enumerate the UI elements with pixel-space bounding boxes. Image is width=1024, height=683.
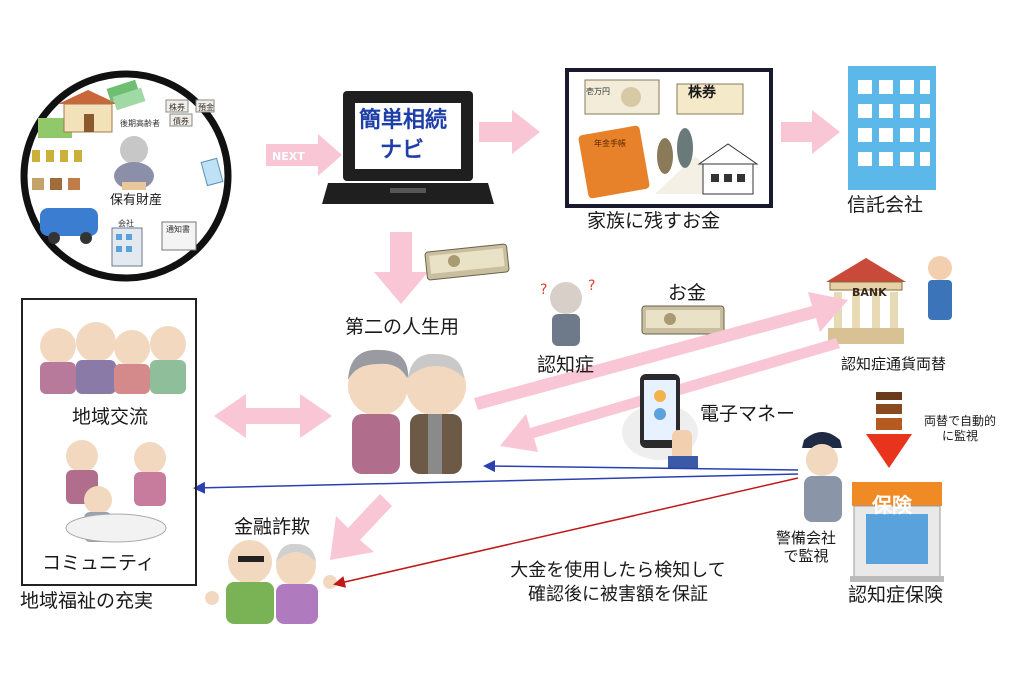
- insurance-office-icon: [850, 482, 944, 582]
- money-label: お金: [668, 282, 707, 304]
- dementia-currency-label: 認知症通貨両替: [841, 355, 947, 373]
- family-pension-label: 年金手帳: [594, 139, 626, 148]
- arrow-to-trust: [781, 110, 840, 154]
- arrow-down-second-life: [374, 232, 428, 304]
- trust-company-label: 信託会社: [847, 194, 924, 216]
- guard-line-to-fraud: [333, 477, 799, 588]
- arrow-down-insurance: [866, 392, 912, 468]
- arrow-community-couple: [214, 394, 332, 438]
- community-label: コミュニティ: [42, 552, 155, 574]
- assets-notice-label: 通知書: [166, 225, 190, 234]
- dementia-label: 認知症: [537, 354, 595, 376]
- e-money-label: 電子マネー: [700, 403, 796, 425]
- regional-welfare-label: 地域福祉の充実: [20, 590, 154, 612]
- elderly-couple-icon: [348, 349, 466, 474]
- assets-bond-label: 債券: [173, 117, 189, 126]
- assets-label: 保有財産: [110, 193, 163, 208]
- smartphone-icon: [622, 374, 698, 468]
- insurance-sign: 保険: [872, 493, 912, 517]
- svg-text:?: ?: [540, 282, 547, 298]
- family-note-label: 壱万円: [586, 87, 610, 96]
- next-arrow: [266, 134, 342, 176]
- community-box: [21, 298, 197, 586]
- family-money-label: 家族に残すお金: [587, 210, 721, 232]
- assets-circle-icon: [20, 70, 232, 282]
- regional-exchange-label: 地域交流: [72, 406, 149, 428]
- family-stock-label: 株券: [688, 85, 716, 101]
- assets-deposit-label: 預金: [198, 103, 214, 112]
- detection-text: 大金を使用したら検知して 確認後に被害額を保証: [510, 560, 726, 606]
- bank-sign: BANK: [852, 286, 887, 299]
- guard-company-label: 警備会社 で監視: [775, 529, 836, 565]
- second-life-label: 第二の人生用: [345, 316, 460, 338]
- auto-monitor-label: 両替で自動的 に監視: [923, 414, 996, 443]
- family-money-frame: [565, 68, 773, 208]
- banknote-bundle-icon: [641, 305, 725, 335]
- fraud-victims-icon: [205, 540, 337, 624]
- banknote-bundle-icon: [424, 243, 510, 281]
- assets-stock-label: 株券: [169, 103, 185, 112]
- dementia-person-icon: ? ?: [540, 278, 595, 346]
- building-icon: [848, 66, 936, 190]
- arrow-to-family: [479, 110, 540, 154]
- dementia-insurance-label: 認知症保険: [848, 584, 944, 606]
- laptop-screen: [349, 97, 467, 175]
- navi-title-line1: 簡単相続: [359, 108, 448, 133]
- next-label: NEXT: [272, 150, 305, 163]
- navi-title-line2: ナビ: [380, 138, 425, 163]
- arrow-to-bank: [474, 292, 848, 410]
- elderly-group-icon: [40, 322, 186, 543]
- assets-senior-label: 後期高齢者: [120, 119, 160, 128]
- arrow-to-fraud: [330, 494, 392, 560]
- guard-line-to-couple: [483, 460, 799, 473]
- guard-icon: [802, 432, 842, 522]
- fraud-label: 金融詐欺: [234, 516, 311, 538]
- guard-line-to-community: [193, 473, 799, 494]
- family-assets-icon: [578, 79, 759, 199]
- assets-company-label: 会社: [118, 219, 134, 228]
- svg-text:?: ?: [588, 278, 595, 294]
